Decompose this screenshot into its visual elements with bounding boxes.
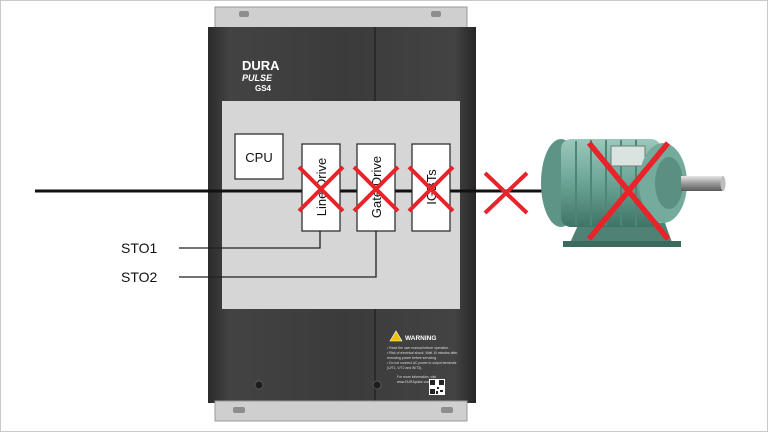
- bottom-bracket: [214, 400, 468, 422]
- warning-line: removing power before servicing.: [387, 356, 437, 360]
- motor-shaft-tip: [720, 176, 726, 191]
- screw-icon: [372, 380, 382, 390]
- warning-line: • Read the user manual before operation.: [387, 346, 449, 350]
- warning-line: (U/T1, V/T2 and W/T3).: [387, 366, 422, 370]
- output-line-disabled-x-icon: [483, 171, 529, 215]
- durapulse-logo: DURA PULSE GS4: [242, 58, 280, 93]
- logo-dura: DURA: [242, 58, 280, 73]
- sto1-wire: [179, 231, 321, 249]
- gate-drive-disabled-x-icon: [352, 165, 400, 213]
- motor-nameplate: [610, 145, 646, 167]
- cpu-label: CPU: [245, 150, 272, 165]
- cpu-block: [234, 133, 284, 180]
- sto1-label: STO1: [121, 240, 158, 256]
- warning-line: • Do not connect AC power to output term…: [387, 361, 457, 365]
- warning-title: WARNING: [405, 335, 436, 342]
- bracket-hole: [441, 407, 453, 413]
- motor-front-hub: [655, 157, 683, 209]
- bracket-hole: [239, 11, 249, 17]
- line-drive-disabled-x-icon: [297, 165, 345, 213]
- qr-code-icon: [429, 379, 445, 395]
- igbts-disabled-x-icon: [407, 165, 455, 213]
- info-line: For more information, visit: [397, 375, 436, 379]
- logo-gs4: GS4: [255, 84, 272, 93]
- motor-shaft: [681, 176, 723, 191]
- warning-line: • Risk of electrical shock. Wait 10 minu…: [387, 351, 458, 355]
- sto2-wire: [179, 231, 377, 278]
- bracket-hole: [431, 11, 441, 17]
- bracket-hole: [233, 407, 245, 413]
- warning-label: WARNING • Read the user manual before op…: [387, 330, 458, 395]
- motor-foot: [563, 241, 681, 247]
- logo-pulse: PULSE: [242, 73, 273, 83]
- warning-triangle-icon: [389, 330, 403, 342]
- sto2-label: STO2: [121, 269, 158, 285]
- top-bracket: [214, 6, 468, 30]
- motor-disabled-x-icon: [586, 141, 671, 241]
- screw-icon: [254, 380, 264, 390]
- info-line: www.DURApulse.com/GS4: [397, 380, 438, 384]
